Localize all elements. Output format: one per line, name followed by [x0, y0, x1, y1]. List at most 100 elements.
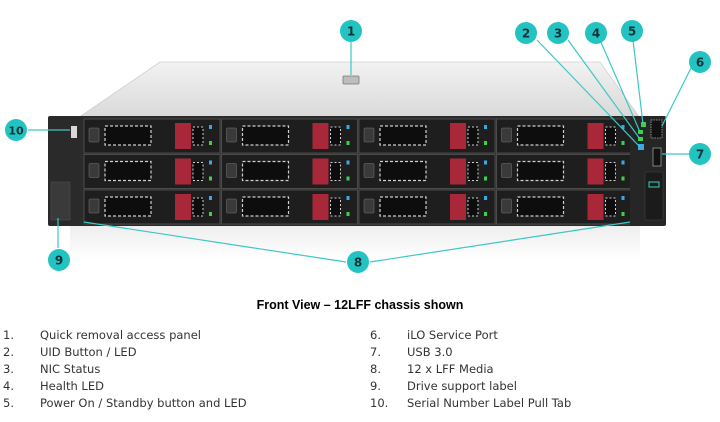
callout-line-8a: [83, 221, 347, 263]
drive-release-latch[interactable]: [312, 158, 329, 185]
drive-bay[interactable]: [496, 189, 633, 225]
callout-circle: [347, 251, 369, 273]
legend-item: 4.Health LED: [0, 378, 247, 395]
legend-left: 1.Quick removal access panel 2.UID Butto…: [0, 327, 247, 412]
drive-bay[interactable]: [83, 118, 221, 154]
drive-label: [88, 198, 100, 214]
drive-release-latch[interactable]: [175, 194, 191, 220]
drive-vent-small: [192, 162, 204, 181]
drive-release-latch[interactable]: [175, 158, 191, 185]
callout-number: 4: [592, 27, 600, 41]
callout-number: 7: [696, 148, 704, 162]
drive-release-latch[interactable]: [450, 123, 466, 149]
drive-label: [226, 198, 237, 214]
legend-item: 5.Power On / Standby button and LED: [0, 395, 247, 412]
callout-badge-5: 5: [621, 20, 643, 42]
drive-activity-led: [346, 196, 350, 200]
callout-number: 2: [522, 27, 530, 41]
drive-activity-led: [484, 125, 487, 129]
drive-activity-led: [621, 160, 625, 165]
callout-badge-2: 2: [515, 22, 537, 44]
legend-item: 6.iLO Service Port: [368, 327, 571, 344]
health-led: [638, 130, 643, 134]
drive-bay[interactable]: [83, 154, 221, 189]
drive-vent-small: [467, 197, 479, 217]
legend-label: Serial Number Label Pull Tab: [407, 396, 572, 410]
drive-bay[interactable]: [221, 118, 358, 154]
drive-bay[interactable]: [496, 154, 633, 189]
drive-status-led: [209, 176, 212, 181]
drive-bay[interactable]: [358, 189, 496, 225]
drive-bay[interactable]: [83, 189, 221, 225]
drive-release-latch[interactable]: [587, 158, 604, 185]
callout-line-4: [599, 39, 641, 133]
drive-label: [88, 163, 100, 178]
drive-status-led: [484, 141, 487, 145]
legend-right: 6.iLO Service Port 7.USB 3.0 8.12 x LFF …: [368, 327, 571, 412]
uid-button-led: [638, 144, 644, 150]
drive-status-led: [621, 176, 625, 181]
drive-vent-grille: [104, 196, 152, 217]
callout-circle: [621, 20, 643, 42]
drive-vent-small: [330, 162, 341, 181]
drive-support-label: [50, 181, 71, 221]
legend-label: UID Button / LED: [40, 345, 137, 359]
legend-item: 7.USB 3.0: [368, 344, 571, 361]
drive-release-latch[interactable]: [312, 123, 329, 149]
drive-bay[interactable]: [221, 154, 358, 189]
drive-vent-small: [330, 197, 341, 217]
callout-number: 9: [55, 254, 63, 268]
callout-line-5: [632, 39, 644, 125]
drive-bay[interactable]: [358, 118, 496, 154]
power-led: [641, 122, 646, 127]
legend-number: 6.: [370, 328, 381, 342]
callout-badge-3: 3: [547, 22, 569, 44]
drive-vent-grille: [379, 125, 427, 146]
legend-number: 9.: [370, 379, 381, 393]
callout-line-8b: [369, 221, 631, 263]
drive-vent-small: [330, 126, 341, 146]
drive-release-latch[interactable]: [450, 158, 466, 185]
legend-item: 1.Quick removal access panel: [0, 327, 247, 344]
drive-bay[interactable]: [221, 189, 358, 225]
drive-vent-small: [605, 162, 616, 181]
drive-release-latch[interactable]: [587, 123, 604, 149]
drive-status-led: [621, 141, 625, 145]
drive-release-latch[interactable]: [312, 194, 329, 220]
drive-release-latch[interactable]: [587, 194, 604, 220]
callout-circle: [547, 22, 569, 44]
legend-item: 8.12 x LFF Media: [368, 361, 571, 378]
drive-status-led: [346, 212, 350, 216]
drive-vent-small: [605, 197, 616, 217]
drive-vent-grille: [104, 125, 152, 146]
drive-status-led: [621, 212, 625, 216]
drive-vent-grille: [241, 196, 290, 217]
callout-badge-8: 8: [347, 251, 369, 273]
callout-number: 1: [347, 25, 355, 39]
drive-bay[interactable]: [358, 154, 496, 189]
drive-label: [363, 198, 375, 214]
drive-release-latch[interactable]: [175, 123, 191, 149]
callout-badge-9: 9: [48, 249, 70, 271]
drive-bay[interactable]: [496, 118, 633, 154]
nic-status-led: [638, 137, 643, 141]
callout-circle: [515, 22, 537, 44]
drive-vent-grille: [516, 125, 565, 146]
legend-number: 3.: [3, 362, 14, 376]
drive-activity-led: [209, 196, 212, 200]
callout-number: 3: [554, 27, 562, 41]
legend-number: 8.: [370, 362, 381, 376]
drive-status-led: [346, 141, 350, 145]
callout-circle: [585, 22, 607, 44]
hpe-logo: [648, 181, 660, 188]
drive-status-led: [346, 176, 350, 181]
drive-activity-led: [621, 196, 625, 200]
drive-activity-led: [209, 160, 212, 165]
legend-label: Health LED: [40, 379, 104, 393]
legend-number: 5.: [3, 396, 14, 410]
callout-circle: [689, 143, 711, 165]
drive-vent-grille: [241, 125, 290, 146]
drive-vent-grille: [241, 160, 290, 182]
drive-activity-led: [484, 196, 487, 200]
drive-release-latch[interactable]: [450, 194, 466, 220]
